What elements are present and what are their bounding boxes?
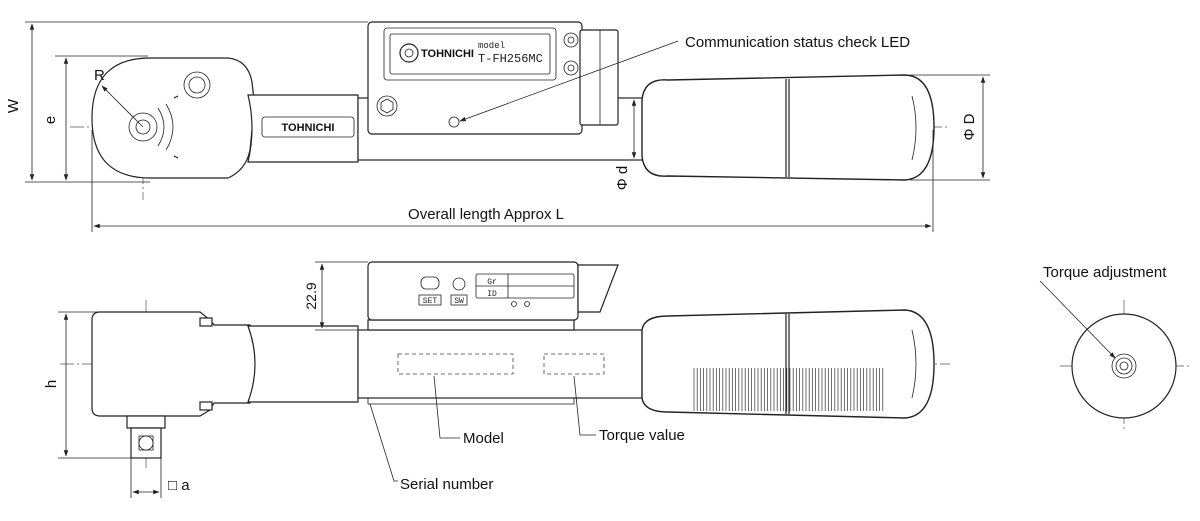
plate-brand-text: TOHNICHI: [421, 48, 474, 60]
serial-number-leader: [369, 403, 398, 482]
h-label: h: [43, 380, 60, 388]
torque-adjustment-callout: Torque adjustment: [1043, 264, 1167, 281]
torque-adjustment-leader: [1039, 280, 1116, 359]
set-button-label: SET: [423, 297, 438, 306]
phi-d-label: Φ d: [614, 166, 631, 190]
oval-button-icon: [420, 276, 440, 290]
comm-led-icon: [448, 116, 460, 128]
height-label: 22.9: [303, 282, 319, 309]
electronics-module: TOHNICHI model T-FH256MC: [367, 21, 619, 135]
id-label: ID: [487, 290, 497, 299]
w-label: W: [5, 98, 22, 113]
side-head: [91, 311, 257, 417]
r-label: R: [94, 67, 105, 84]
gr-label: Gr: [487, 278, 497, 287]
round-button-icon: [452, 277, 466, 291]
comm-led-leader: [459, 40, 679, 122]
phi-D-label: Φ D: [961, 113, 978, 140]
top-grip: [641, 74, 935, 181]
end-view: Torque adjustment: [1039, 264, 1190, 432]
serial-number-callout: Serial number: [400, 476, 493, 493]
model-callout: Model: [463, 430, 504, 447]
model-number: T-FH256MC: [478, 52, 543, 66]
grip-knurling: [693, 368, 884, 411]
ratchet-head: [91, 57, 256, 179]
side-grip: [641, 309, 935, 419]
side-body-tube: [357, 329, 644, 399]
model-leader: [433, 375, 460, 439]
comm-led-callout: Communication status check LED: [685, 34, 910, 51]
side-view: SET SW Gr ID 22.9 h: [43, 261, 950, 498]
square-drive: [126, 415, 166, 459]
head-brand-plate: [261, 116, 355, 138]
overall-length-label: Overall length Approx L: [408, 206, 564, 223]
side-module: SET SW Gr ID: [367, 261, 619, 321]
side-neck: [247, 325, 359, 403]
head-brand-text: TOHNICHI: [282, 122, 335, 134]
torque-value-leader: [573, 375, 596, 436]
wrench-neck: [247, 94, 359, 163]
e-label: e: [42, 116, 59, 124]
r-leader: [101, 85, 144, 128]
brand-logo-icon: [399, 43, 419, 63]
torque-value-callout: Torque value: [599, 427, 685, 444]
model-word: model: [478, 41, 505, 51]
top-view: TOHNICHI TOHNICHI model T-FH256MC: [5, 21, 990, 232]
torque-value-marking-area: [543, 353, 605, 375]
sw-button-label: SW: [454, 297, 464, 306]
hex-screw-icon: [376, 95, 398, 117]
model-marking-area: [397, 353, 514, 375]
square-a-label: □ a: [168, 477, 190, 494]
